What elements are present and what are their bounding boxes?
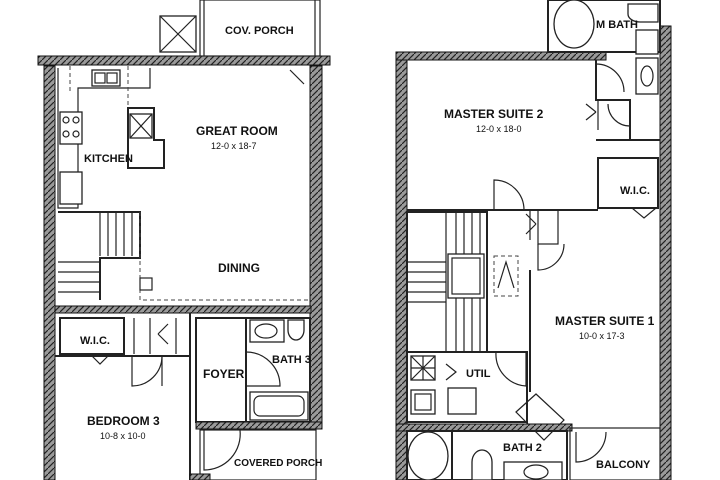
master-toilet-icon: [627, 3, 659, 23]
upper-wic-label: W.I.C.: [620, 185, 650, 197]
master-suite-2-label: MASTER SUITE 2: [444, 107, 544, 121]
master-suite-2-dims: 12-0 x 18-0: [476, 124, 522, 134]
covered-porch-label: COVERED PORCH: [234, 458, 322, 469]
ground-wall-right: [309, 65, 323, 427]
upper-wall-top: [395, 51, 607, 61]
bedroom3-dims: 10-8 x 10-0: [100, 431, 146, 441]
ground-wall-top: [37, 55, 331, 66]
dining-label: DINING: [218, 261, 260, 275]
ground-wic-label: W.I.C.: [80, 335, 110, 347]
balcony-label: BALCONY: [596, 459, 651, 471]
master-tub-icon: [553, 0, 595, 49]
range-icon: [59, 111, 83, 145]
great-room-label: GREAT ROOM: [196, 124, 278, 138]
foyer-label: FOYER: [203, 367, 245, 381]
ground-bottom-wall: [195, 421, 323, 430]
ground-wall-left: [43, 65, 56, 480]
bedroom3-label: BEDROOM 3: [87, 414, 160, 428]
bath2-toilet-icon: [471, 449, 493, 480]
cov-porch-outline: [199, 0, 321, 57]
master-suite-1-dims: 10-0 x 17-3: [579, 331, 625, 341]
sink-icon: [91, 69, 121, 87]
ground-interior-wall: [54, 305, 312, 314]
great-room-dims: 12-0 x 18-7: [211, 141, 257, 151]
m-bath-label: M BATH: [596, 19, 638, 31]
util-outline: [406, 351, 528, 423]
upper-floor-plan: M BATH MASTER SUITE 2 12-0 x 18-0 W.I.C.…: [395, 0, 672, 480]
kitchen-island: [127, 107, 165, 169]
bath2-tub-icon: [407, 431, 449, 480]
upper-wall-right: [659, 25, 672, 480]
upper-stairs: [406, 211, 519, 353]
upper-wic-outline: [597, 157, 659, 209]
upper-wall-left: [395, 57, 408, 480]
ground-stairs: [58, 211, 310, 301]
ground-floor-plan: COV. PORCH GREAT ROOM 12-0 x 18-7 KITCHE…: [37, 0, 331, 480]
fridge-icon: [59, 171, 83, 205]
upper-interior-wall: [395, 423, 573, 432]
bath2-label: BATH 2: [503, 442, 542, 454]
bath3-label: BATH 3: [272, 354, 311, 366]
bath3-toilet-icon: [287, 319, 305, 341]
ground-bottom-porch-wall: [189, 473, 211, 480]
bath3-tub-icon: [249, 391, 309, 421]
master-suite-1-label: MASTER SUITE 1: [555, 314, 655, 328]
bath2-sink-icon: [503, 461, 563, 480]
kitchen-label: KITCHEN: [84, 153, 133, 165]
util-label: UTIL: [466, 368, 491, 380]
cov-porch-label: COV. PORCH: [225, 25, 294, 37]
